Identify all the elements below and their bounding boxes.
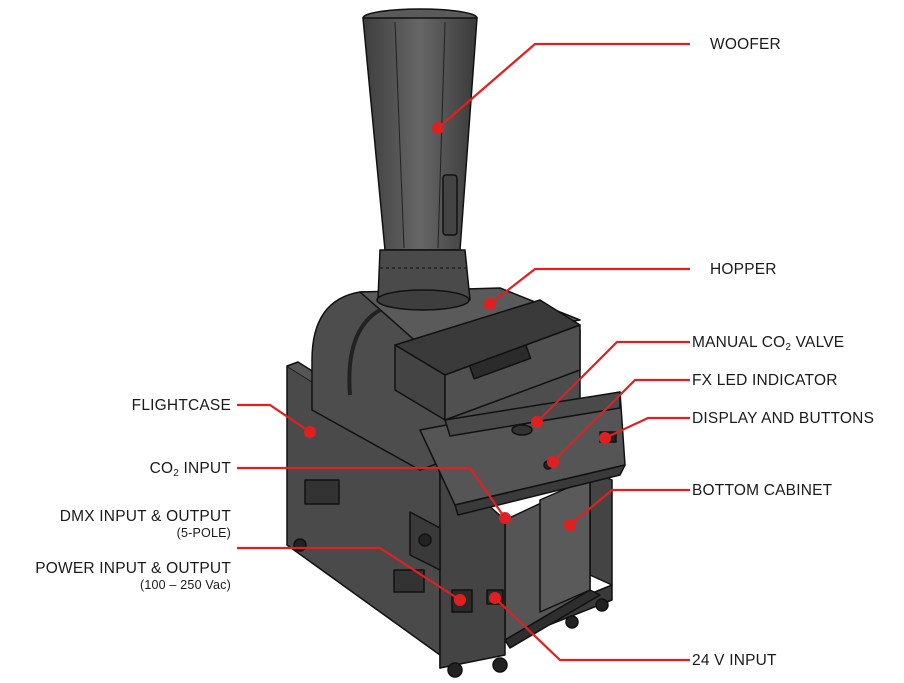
leader-fx-led: [552, 378, 690, 463]
label-display-and-buttons: DISPLAY AND BUTTONS: [692, 410, 875, 427]
leader-woofer: [437, 42, 690, 129]
label-24v-input: 24 V INPUT: [692, 652, 777, 669]
leader-dmx-power: [237, 546, 461, 601]
label-co2-input-suffix: INPUT: [178, 460, 231, 477]
label-co2-input: CO2 INPUT: [150, 460, 231, 483]
label-manual-co2-valve-text: MANUAL CO: [692, 334, 786, 351]
label-dmx-input-output: DMX INPUT & OUTPUT (5-POLE): [60, 508, 231, 541]
label-power-input-output: POWER INPUT & OUTPUT (100 – 250 Vac): [35, 560, 231, 593]
label-hopper: HOPPER: [710, 261, 777, 278]
leader-manual-co2-valve: [536, 340, 690, 423]
label-dmx-sub: (5-POLE): [176, 526, 231, 540]
label-bottom-cabinet: BOTTOM CABINET: [692, 482, 833, 499]
label-co2-input-text: CO: [149, 460, 174, 477]
leader-bottom-cabinet: [569, 488, 690, 526]
leader-24v: [494, 597, 690, 662]
label-flightcase: FLIGHTCASE: [131, 397, 231, 414]
leader-flightcase: [237, 403, 311, 433]
leader-hopper: [489, 267, 690, 305]
label-manual-co2-valve-subscript: 2: [785, 342, 792, 353]
label-power-text: POWER INPUT & OUTPUT: [35, 560, 231, 577]
leader-display: [604, 416, 690, 439]
label-dmx-text: DMX INPUT & OUTPUT: [59, 508, 231, 525]
woofer-horn-illustration: [362, 8, 478, 311]
label-co2-input-subscript: 2: [173, 468, 179, 479]
label-manual-co2-valve: MANUAL CO2 VALVE: [692, 334, 844, 357]
label-manual-co2-valve-suffix: VALVE: [791, 334, 845, 351]
label-woofer: WOOFER: [710, 36, 781, 53]
leader-co2-input: [237, 466, 506, 519]
leader-lines: [237, 42, 690, 662]
label-fx-led-indicator: FX LED INDICATOR: [692, 372, 838, 389]
label-power-sub: (100 – 250 Vac): [139, 578, 231, 592]
